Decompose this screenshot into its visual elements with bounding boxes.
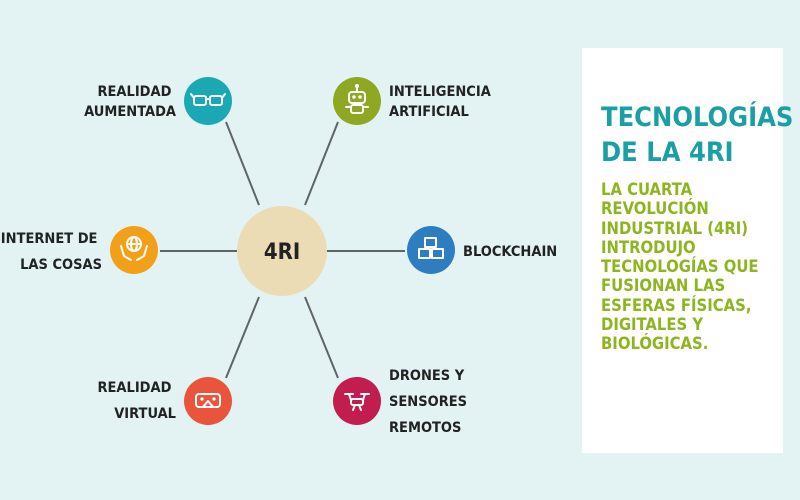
node-iot-label-line2: LAS COSAS bbox=[20, 257, 102, 273]
node-vr-label-line1: REALIDAD bbox=[97, 380, 171, 396]
panel-title-line1: TECNOLOGÍAS bbox=[601, 102, 794, 133]
node-ai-label-line1: INTELIGENCIA bbox=[389, 84, 492, 100]
node-drones-y-sensores: DRONES Y SENSORES REMOTOS bbox=[333, 368, 472, 436]
node-bc-label: BLOCKCHAIN bbox=[463, 244, 557, 260]
info-panel: TECNOLOGÍAS DE LA 4RI LA CUARTA REVOLUCI… bbox=[582, 48, 794, 453]
panel-description: LA CUARTA REVOLUCIÓN INDUSTRIAL (4RI) IN… bbox=[601, 180, 769, 354]
svg-text:DRONES Y SENSORES: DRONES Y SENSORES REMOTOS bbox=[389, 368, 472, 436]
node-realidad-virtual: REALIDAD VIRTUAL bbox=[97, 377, 232, 425]
node-ar-label-line1: REALIDAD bbox=[97, 84, 171, 100]
panel-body-line2: REVOLUCIÓN bbox=[601, 199, 709, 219]
svg-text:INTERNET DE LAS COSAS: INTERNET DE LAS COSAS bbox=[1, 231, 102, 273]
node-iot-label-line1: INTERNET DE bbox=[1, 231, 98, 247]
node-blockchain: BLOCKCHAIN bbox=[407, 226, 557, 274]
panel-body-line9: BIOLÓGICAS. bbox=[601, 334, 709, 354]
vr-goggles-icon bbox=[190, 93, 226, 106]
blocks-icon bbox=[418, 237, 444, 259]
connector-ai bbox=[304, 121, 339, 206]
node-inteligencia-artificial: INTELIGENCIA ARTIFICIAL bbox=[333, 77, 495, 125]
svg-text:REALIDAD AUMENTADA: REALIDAD AUMENTADA bbox=[84, 84, 177, 120]
node-ai-circle bbox=[333, 77, 381, 125]
panel-body-line7: ESFERAS FÍSICAS, bbox=[601, 295, 752, 315]
node-realidad-aumentada: REALIDAD AUMENTADA bbox=[84, 77, 232, 125]
panel-body-line5: TECNOLOGÍAS QUE bbox=[601, 257, 759, 277]
panel-title-line2: DE LA 4RI bbox=[601, 137, 734, 168]
node-drones-label-line3: REMOTOS bbox=[389, 420, 461, 436]
svg-text:REALIDAD VIRTUAL: REALIDAD VIRTUAL bbox=[97, 380, 176, 422]
connector-vr bbox=[225, 296, 260, 379]
hub-circle bbox=[237, 206, 327, 296]
node-ar-circle bbox=[184, 77, 232, 125]
panel-body-line8: DIGITALES Y bbox=[601, 315, 704, 335]
drone-icon bbox=[344, 393, 370, 411]
panel-title: TECNOLOGÍAS DE LA 4RI bbox=[601, 100, 794, 170]
node-drones-label-line2: SENSORES bbox=[389, 394, 467, 410]
node-internet-de-las-cosas: INTERNET DE LAS COSAS bbox=[1, 226, 158, 274]
connector-ar bbox=[225, 121, 260, 206]
node-vr-label-line2: VIRTUAL bbox=[114, 406, 176, 422]
hub-label: 4RI bbox=[264, 240, 300, 265]
panel-body-line3: INDUSTRIAL (4RI) bbox=[601, 218, 749, 238]
connector-drones bbox=[304, 296, 339, 379]
node-ai-label-line2: ARTIFICIAL bbox=[389, 104, 469, 120]
panel-body-line4: INTRODUJO bbox=[601, 237, 696, 257]
node-ar-label-line2: AUMENTADA bbox=[84, 104, 177, 120]
node-drones-circle bbox=[333, 377, 381, 425]
node-drones-label-line1: DRONES Y bbox=[389, 368, 465, 384]
svg-text:INTELIGENCIA ARTIFICIAL: INTELIGENCIA ARTIFICIAL bbox=[389, 84, 495, 120]
technology-diagram: 4RI REALIDAD AUMENTADA INT bbox=[1, 77, 557, 436]
panel-body-line1: LA CUARTA bbox=[601, 180, 693, 199]
globe-hands-icon bbox=[120, 236, 148, 261]
hub-node: 4RI bbox=[237, 206, 327, 296]
vr-headset-icon bbox=[195, 393, 221, 408]
robot-icon bbox=[345, 84, 369, 114]
panel-body-line6: FUSIONAN LAS bbox=[601, 276, 726, 296]
